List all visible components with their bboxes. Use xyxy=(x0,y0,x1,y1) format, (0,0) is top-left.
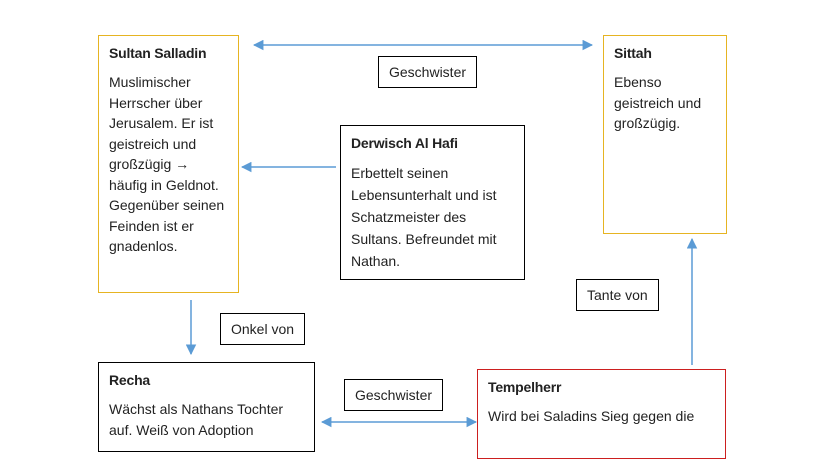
node-sultan-saladin: Sultan Salladin Muslimischer Herrscher ü… xyxy=(98,35,239,293)
node-title: Derwisch Al Hafi xyxy=(351,135,458,151)
node-sittah: Sittah Ebenso geistreich und großzügig. xyxy=(603,35,727,234)
edge-label-recha-tempelherr: Geschwister xyxy=(344,379,444,411)
node-tempelherr: Tempelherr Wird bei Saladins Sieg gegen … xyxy=(477,369,726,459)
node-title: Recha xyxy=(109,372,151,388)
node-derwisch-al-hafi: Derwisch Al Hafi Erbettelt seinen Lebens… xyxy=(340,125,525,280)
edge-label-saladin-sittah: Geschwister xyxy=(378,56,478,88)
node-description: Wird bei Saladins Sieg gegen die xyxy=(488,408,695,424)
node-description: Ebenso geistreich und großzügig. xyxy=(614,74,702,131)
node-title: Sittah xyxy=(614,45,652,61)
edge-label-saladin-recha: Onkel von xyxy=(220,313,306,345)
node-recha: Recha Wächst als Nathans Tochter auf. We… xyxy=(98,362,315,452)
node-description: Muslimischer Herrscher über Jerusalem. E… xyxy=(109,74,225,254)
node-title: Sultan Salladin xyxy=(109,45,207,61)
relation-arrows xyxy=(185,39,698,428)
node-title: Tempelherr xyxy=(488,379,562,395)
node-description: Erbettelt seinen Lebensunterhalt und ist… xyxy=(351,165,497,269)
edge-label-tempelherr-sittah: Tante von xyxy=(576,279,659,311)
